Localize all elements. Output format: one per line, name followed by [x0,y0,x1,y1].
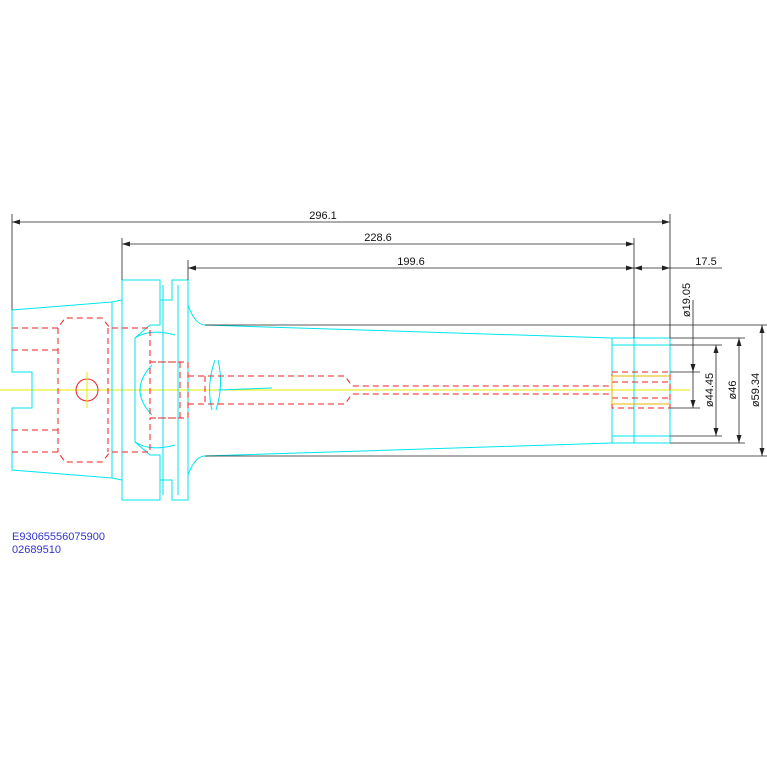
arrow-overall-right [662,219,670,225]
arrow-outer-top [759,325,765,333]
part-number: E93065556075900 [12,531,105,543]
arrow-bore-bottom [690,400,696,408]
drive-key-bottom [134,441,176,449]
coolant-spring [209,359,222,411]
hidden-lines [12,317,671,463]
coolant-tube-hidden-bottom [188,393,612,405]
shank-bore-hidden [12,317,122,329]
arrow-mid-top [736,338,742,346]
arrow-flange-left [122,241,130,247]
shank-bore-hidden-bottom [12,451,122,463]
dim-dia-mid: ø46 [727,381,739,400]
body-top-edge [187,304,613,339]
drawing-codes: E93065556075900 02689510 [12,531,105,557]
dimension-arrows [12,219,765,456]
dim-flange-to-end: 228.6 [364,232,392,244]
flange-hidden-pocket [122,327,189,453]
dimension-lines [11,214,767,457]
arrow-flange-right [626,241,634,247]
tool-outline [11,279,671,501]
arrow-body-right [626,265,634,271]
spring-tail [217,387,273,391]
arrow-inner-bottom [713,428,719,436]
taper-shank-outline [11,301,113,479]
drive-key-top [134,331,176,339]
body-bottom-edge [187,442,613,476]
arrow-inner-top [713,345,719,353]
dim-end-length: 17.5 [695,256,716,268]
dim-dia-outer: ø59.34 [750,373,762,407]
nose-insert [611,375,670,405]
dim-dia-inner: ø44.45 [704,373,716,407]
arrow-outer-bottom [759,448,765,456]
arrow-mid-bottom [736,435,742,443]
flange-slot-top [159,279,189,501]
order-number: 02689510 [12,544,61,556]
dim-dia-bore: ø19.05 [681,283,693,317]
arrow-body-left [188,265,196,271]
arrow-end-right [662,265,670,271]
flange-hidden-key [149,361,181,419]
arrow-overall-left [12,219,20,225]
dim-overall-length: 296.1 [309,210,337,222]
dim-body-length: 199.6 [397,256,425,268]
arrow-bore-top [690,364,696,372]
retention-knob-arc [139,364,153,416]
arrow-end-left [634,265,642,271]
coolant-tube-hidden [188,375,612,387]
